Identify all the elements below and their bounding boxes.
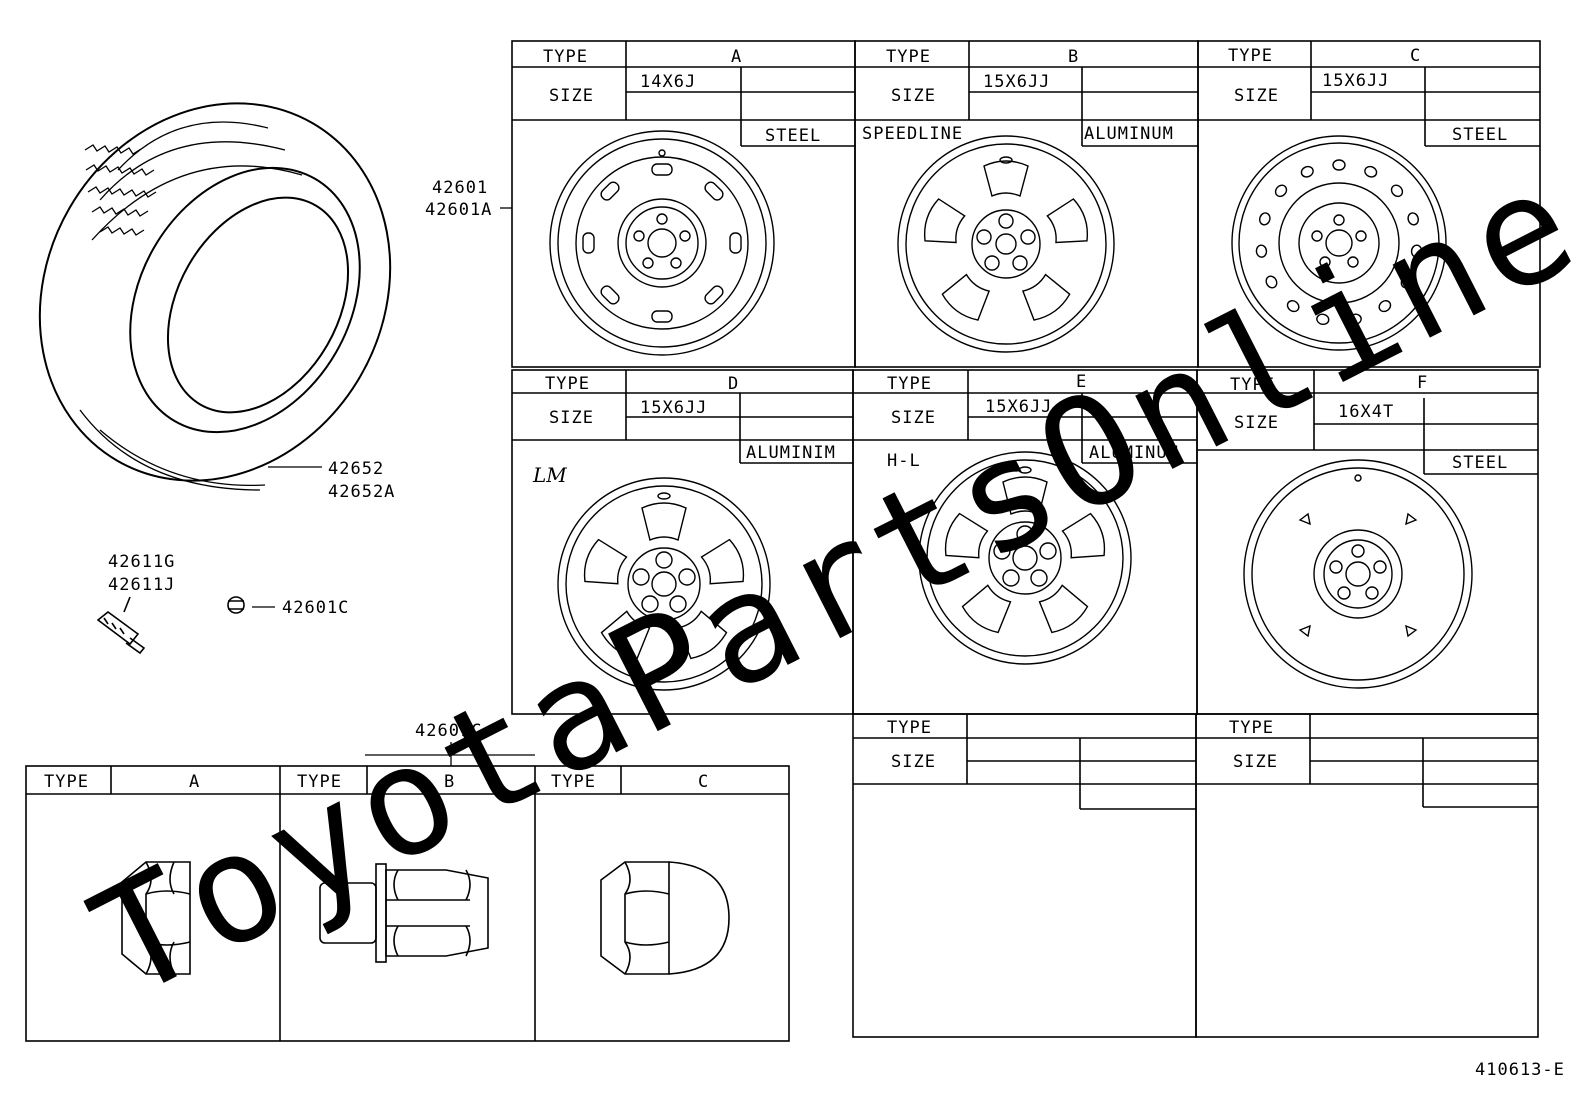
size-label: SIZE: [891, 752, 936, 772]
wheel-type-d: D: [728, 374, 739, 394]
wheel-material-e: ALUMINUM: [1089, 443, 1179, 463]
wheel-brand-d: LM: [532, 463, 567, 487]
size-label: SIZE: [891, 408, 936, 428]
type-label: TYPE: [887, 374, 932, 394]
nut-type-a: A: [189, 772, 200, 792]
size-label: SIZE: [549, 408, 594, 428]
valve-part-number: 42611G: [108, 552, 175, 572]
diagram-id: 410613-E: [1475, 1060, 1565, 1080]
wheel-size-b: 15X6JJ: [983, 72, 1050, 92]
wheel-part-number: 42601: [432, 178, 488, 198]
wheel-e-drawing[interactable]: [918, 451, 1132, 665]
wheel-size-f: 16X4T: [1338, 402, 1394, 422]
size-label: SIZE: [1233, 752, 1278, 772]
nut-part-number: 42601C: [415, 721, 482, 741]
valve-part-number: 42611J: [108, 575, 175, 595]
valve-cap-drawing[interactable]: [227, 596, 275, 614]
nut-a-drawing[interactable]: [121, 861, 191, 975]
wheel-material-c: STEEL: [1452, 125, 1508, 145]
wheel-type-e: E: [1076, 372, 1087, 392]
wheel-f-drawing[interactable]: [1243, 459, 1473, 689]
wheel-d-drawing[interactable]: [557, 477, 771, 691]
type-label: TYPE: [543, 47, 588, 67]
type-label: TYPE: [887, 718, 932, 738]
type-label: TYPE: [44, 772, 89, 792]
wheel-size-a: 14X6J: [640, 72, 696, 92]
type-label: TYPE: [297, 772, 342, 792]
tire-part-number: 42652: [328, 459, 384, 479]
wheel-c-drawing[interactable]: [1231, 135, 1447, 351]
wheel-b-drawing[interactable]: [897, 135, 1115, 353]
size-label: SIZE: [891, 86, 936, 106]
size-label: SIZE: [549, 86, 594, 106]
wheel-brand-b: SPEEDLINE: [862, 124, 963, 144]
type-label: TYPE: [1230, 375, 1275, 395]
wheel-table: [511, 40, 1541, 1038]
type-label: TYPE: [886, 47, 931, 67]
wheel-material-b: ALUMINUM: [1084, 124, 1174, 144]
nut-type-c: C: [698, 772, 709, 792]
wheel-type-f: F: [1417, 373, 1428, 393]
wheel-type-c: C: [1410, 46, 1421, 66]
wheel-material-f: STEEL: [1452, 453, 1508, 473]
nut-b-drawing[interactable]: [319, 863, 489, 963]
wheel-material-d: ALUMINIM: [746, 443, 836, 463]
valve-drawing[interactable]: [96, 596, 146, 655]
type-label: TYPE: [551, 772, 596, 792]
wheel-type-a: A: [731, 47, 742, 67]
wheel-material-a: STEEL: [765, 126, 821, 146]
wheel-size-c: 15X6JJ: [1322, 71, 1389, 91]
size-label: SIZE: [1234, 86, 1279, 106]
type-label: TYPE: [1229, 718, 1274, 738]
type-label: TYPE: [1228, 46, 1273, 66]
wheel-type-b: B: [1068, 47, 1079, 67]
tire-drawing[interactable]: [0, 39, 458, 545]
nut-type-b: B: [444, 772, 455, 792]
valve-cap-part-number: 42601C: [282, 598, 349, 618]
watermark: ToyotaPartsOnline.ru: [67, 3, 1592, 1032]
size-label: SIZE: [1234, 413, 1279, 433]
tire-part-number: 42652A: [328, 482, 395, 502]
wheel-size-d: 15X6JJ: [640, 398, 707, 418]
wheel-brand-e: H-L: [887, 451, 921, 471]
type-label: TYPE: [545, 374, 590, 394]
wheel-size-e: 15X6JJ: [985, 397, 1052, 417]
wheel-part-number: 42601A: [425, 200, 492, 220]
nut-c-drawing[interactable]: [600, 861, 730, 975]
wheel-a-drawing[interactable]: [549, 130, 775, 356]
nut-table: [25, 765, 790, 1042]
